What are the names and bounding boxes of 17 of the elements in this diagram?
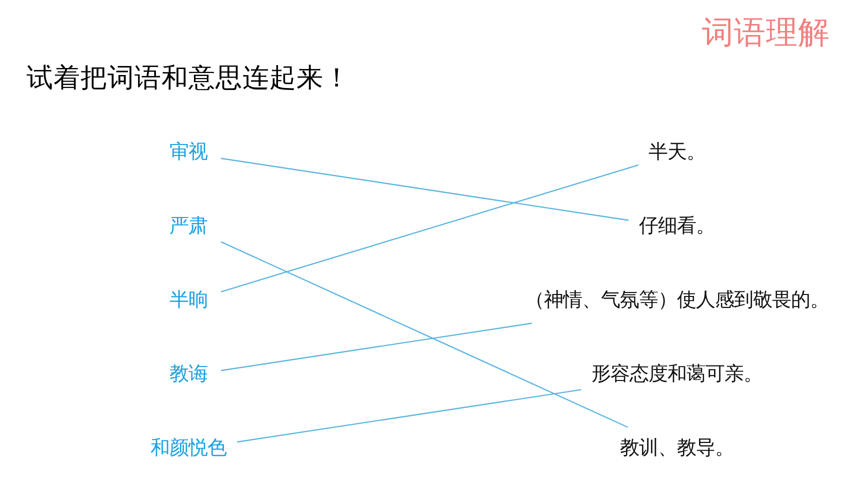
node-text: 审视 [169,140,208,164]
node-text: （神情、气氛等）使人感到敬畏的。 [525,288,830,311]
node-text: 仔细看。 [639,214,716,238]
connector [220,164,638,292]
node-text: 形容态度和蔼可亲。 [592,362,763,385]
connector [220,158,629,221]
node-text: 严肃 [169,214,208,238]
node-text: 半晌 [169,288,208,311]
connector [220,241,628,428]
diagram-title: 词语理解 [702,15,830,52]
connector [236,389,582,443]
node-text: 教诲 [169,362,208,385]
node-text: 教训、教导。 [620,436,734,459]
label: 试着把词语和意思连起来！ [26,62,350,94]
connector [220,322,532,372]
node-text: 半天。 [648,140,706,164]
node-text: 和颜悦色 [150,436,226,459]
